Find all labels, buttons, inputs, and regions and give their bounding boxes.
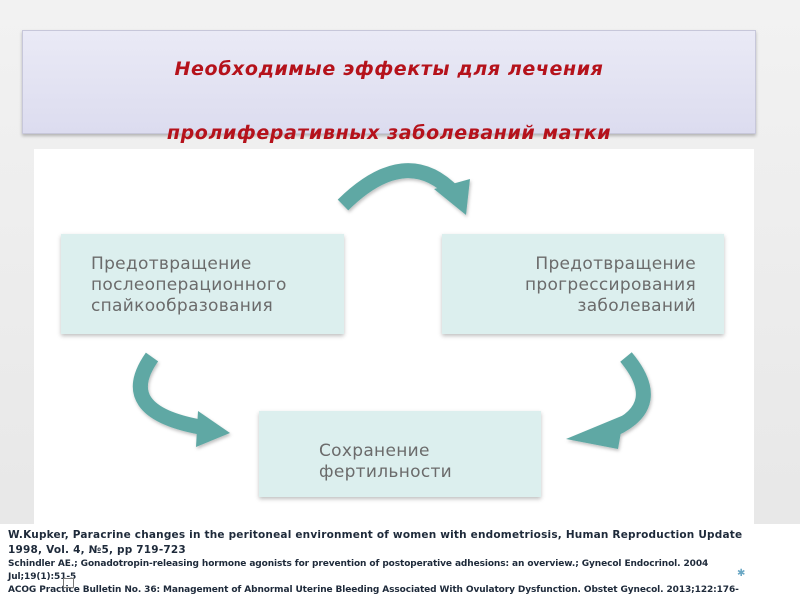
box-adhesion-line-2: послеоперационного (91, 275, 287, 295)
text-cursor-marker (63, 578, 74, 588)
slide-title-line-2: пролиферативных заболеваний матки (166, 122, 612, 144)
box-adhesion-line-1: Предотвращение (91, 254, 252, 274)
arrow-right (566, 352, 651, 449)
reference-1-line-1: W.Kupker, Paracrine changes in the perit… (8, 529, 743, 541)
box-progression-line-2: прогрессирования (524, 275, 696, 295)
box-adhesion-prevention: Предотвращение послеоперационного спайко… (61, 234, 344, 334)
title-banner: Необходимые эффекты для лечения пролифер… (22, 30, 756, 144)
references-block: W.Kupker, Paracrine changes in the perit… (0, 524, 800, 600)
cycle-arrows (132, 163, 651, 449)
arrow-left (132, 352, 230, 447)
box-fertility-line-1: Сохранение (319, 441, 430, 461)
slide-title-line-1: Необходимые эффекты для лечения (174, 58, 604, 80)
reference-2-line-1: Schindler AE.; Gonadotropin-releasing ho… (8, 559, 709, 569)
reference-2-line-2: Jul;19(1):51-5 (8, 572, 77, 582)
box-fertility-line-2: фертильности (319, 462, 453, 482)
box-progression-prevention: Предотвращение прогрессирования заболева… (442, 234, 724, 334)
reference-1-line-2: 1998, Vol. 4, №5, pp 719-723 (8, 544, 186, 556)
box-progression-line-1: Предотвращение (535, 254, 696, 274)
star-icon: ✱ (737, 568, 746, 579)
box-fertility-preservation: Сохранение фертильности (259, 411, 541, 497)
cycle-diagram: Предотвращение послеоперационного спайко… (34, 149, 754, 527)
box-progression-line-3: заболеваний (577, 296, 696, 316)
reference-3: ACOG Practice Bulletin No. 36: Managemen… (8, 585, 739, 595)
box-adhesion-line-3: спайкообразования (91, 296, 274, 316)
arrow-top (337, 163, 470, 215)
